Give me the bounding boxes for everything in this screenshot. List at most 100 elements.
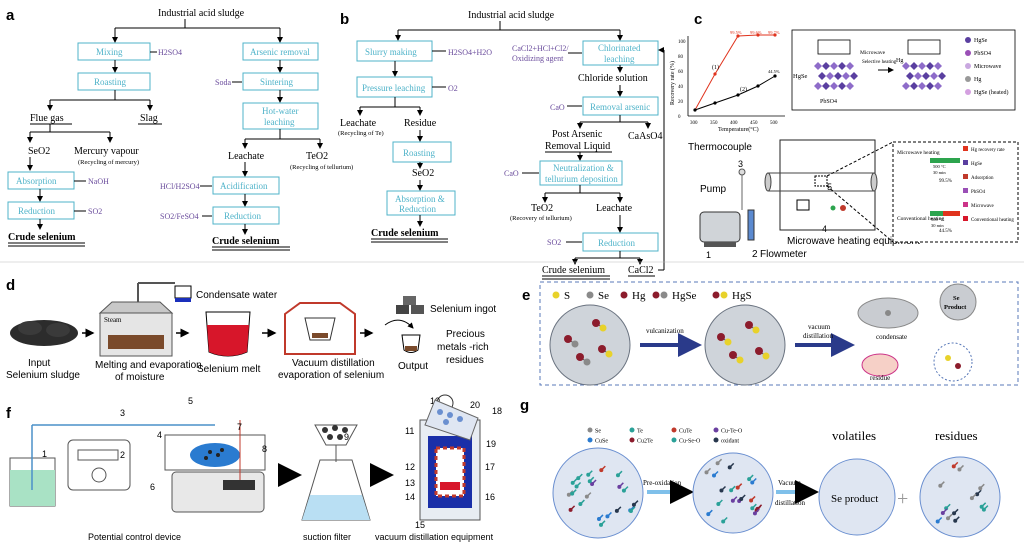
c-crystal <box>930 72 938 80</box>
e-legend-dot <box>720 291 728 299</box>
c-thermocouple: Thermocouple <box>688 142 752 153</box>
f-potential: Potential control device <box>88 532 181 542</box>
b-roasting: Roasting <box>403 148 436 158</box>
c-inset-legend-label: Microwave <box>971 204 995 209</box>
c-ytick: 40 <box>678 85 684 90</box>
e-legend-label: HgSe <box>672 290 697 302</box>
g-particle <box>735 485 740 490</box>
c-crystal <box>918 82 926 90</box>
e-atom <box>736 356 744 364</box>
f-num: 3 <box>120 408 125 418</box>
g-particle <box>750 480 755 485</box>
b-neutral-1: Neutralization & <box>553 163 614 173</box>
g-particle <box>704 470 709 475</box>
c-crystal <box>818 72 826 80</box>
b-cacl2-reag-1: CaCl2+HCl+Cl2/ <box>512 44 569 53</box>
g-legend-swatch <box>587 437 593 443</box>
panel-a: a Industrial acid sludge Mixing H2SO4 Ro… <box>6 7 353 251</box>
d-input-1: Input <box>28 358 50 369</box>
c-flowmeter-num: 2 <box>752 249 758 260</box>
c-inset-t1: 500 °C <box>933 164 946 169</box>
g-plus: + <box>897 488 908 510</box>
d-melting-2: of moisture <box>115 372 165 383</box>
f-num: 17 <box>485 462 495 472</box>
b-post-2: Removal Liquid <box>545 141 610 152</box>
c-num-3: 3 <box>738 159 743 169</box>
e-legend-dot <box>712 291 720 299</box>
g-legend-swatch <box>713 437 719 443</box>
c-crystal <box>842 72 850 80</box>
panel-label-d: d <box>6 277 15 294</box>
c-inset-legend-label: Adsorption <box>971 176 994 181</box>
g-legend-label: Te <box>637 429 643 435</box>
c-legend-label: HgSe <box>974 38 988 44</box>
c-legend-swatch <box>965 50 971 56</box>
b-leachate-left: Leachate <box>340 118 377 129</box>
a-crude-left: Crude selenium <box>8 232 76 243</box>
c-pt-2: 99.6% <box>750 30 762 35</box>
a-seo2: SeO2 <box>28 146 50 157</box>
c-crystals-left <box>814 62 858 90</box>
e-atom-hg <box>564 335 572 343</box>
f-suction: suction filter <box>303 532 351 542</box>
a-so2: SO2 <box>88 207 102 216</box>
b-chlorinated-1: Chlorinated <box>598 43 641 53</box>
a-roasting: Roasting <box>94 77 127 87</box>
b-teo2: TeO2 <box>531 203 553 214</box>
g-particle <box>935 519 940 524</box>
a-hot-water-2: leaching <box>264 117 295 127</box>
g-legend-swatch <box>629 437 635 443</box>
g-particle <box>578 502 583 507</box>
d-precious-1: Precious <box>446 329 485 340</box>
c-xtick: 350 <box>710 121 718 126</box>
e-circle-1 <box>564 319 613 366</box>
e-atom-hg <box>576 353 584 361</box>
c-num-4: 4 <box>822 224 827 234</box>
b-removal-arsenic: Removal arsenic <box>590 102 650 112</box>
g-pre-oxidation: Pre-oxidation <box>643 479 682 487</box>
a-so2fe: SO2/FeSO4 <box>160 212 199 221</box>
c-crystal <box>906 72 914 80</box>
a-leachate: Leachate <box>228 151 265 162</box>
e-legend-dot <box>660 291 668 299</box>
a-tellurium-note: (Recycling of tellurium) <box>290 164 353 171</box>
c-hgse: HgSe <box>793 73 808 80</box>
c-inset-legend-swatch <box>963 146 968 151</box>
a-naoh: NaOH <box>88 177 109 186</box>
c-selective: Selective heating <box>862 60 897 65</box>
c-legend-swatch <box>965 76 971 82</box>
g-particle <box>721 519 726 524</box>
e-atom <box>583 358 591 366</box>
e-vacuum-2: distillation <box>803 332 833 340</box>
c-ytick: 20 <box>678 100 684 105</box>
c-inset-legend-swatch <box>963 174 968 179</box>
c-inset-legend: Hg recovery rateHgSeAdsorptionPbSO4Micro… <box>963 146 1014 223</box>
g-particle <box>938 483 943 488</box>
e-residue: residue <box>870 374 890 382</box>
c-crystal <box>938 72 946 80</box>
e-legend-dot <box>620 291 628 299</box>
c-crystal <box>926 62 934 70</box>
c-mechanism-box <box>791 29 1016 111</box>
e-legend-dot <box>552 291 560 299</box>
b-te-recovery: (Recovery of tellurium) <box>510 215 572 222</box>
c-inset-legend-swatch <box>963 202 968 207</box>
c-xtick: 500 <box>770 121 778 126</box>
c-ytick: 100 <box>678 40 686 45</box>
g-volatiles: volatiles <box>832 428 876 443</box>
c-equipment: Thermocouple 3 Pump 1 2 Flowmeter 4 5 Mi… <box>688 139 1019 260</box>
b-reduction: Reduction <box>598 238 635 248</box>
c-crystal <box>814 82 822 90</box>
g-particle <box>617 484 622 489</box>
c-crystal <box>850 72 858 80</box>
c-crystal <box>846 82 854 90</box>
panel-label-a: a <box>6 7 15 24</box>
g-particle <box>615 473 620 478</box>
g-particle <box>946 516 951 521</box>
e-vulcanization: vulcanization <box>646 327 684 335</box>
g-particle <box>727 465 732 470</box>
g-particle <box>951 464 956 469</box>
g-particle <box>716 502 721 507</box>
c-crystal <box>826 72 834 80</box>
b-cacl2: CaCl2 <box>628 265 654 276</box>
